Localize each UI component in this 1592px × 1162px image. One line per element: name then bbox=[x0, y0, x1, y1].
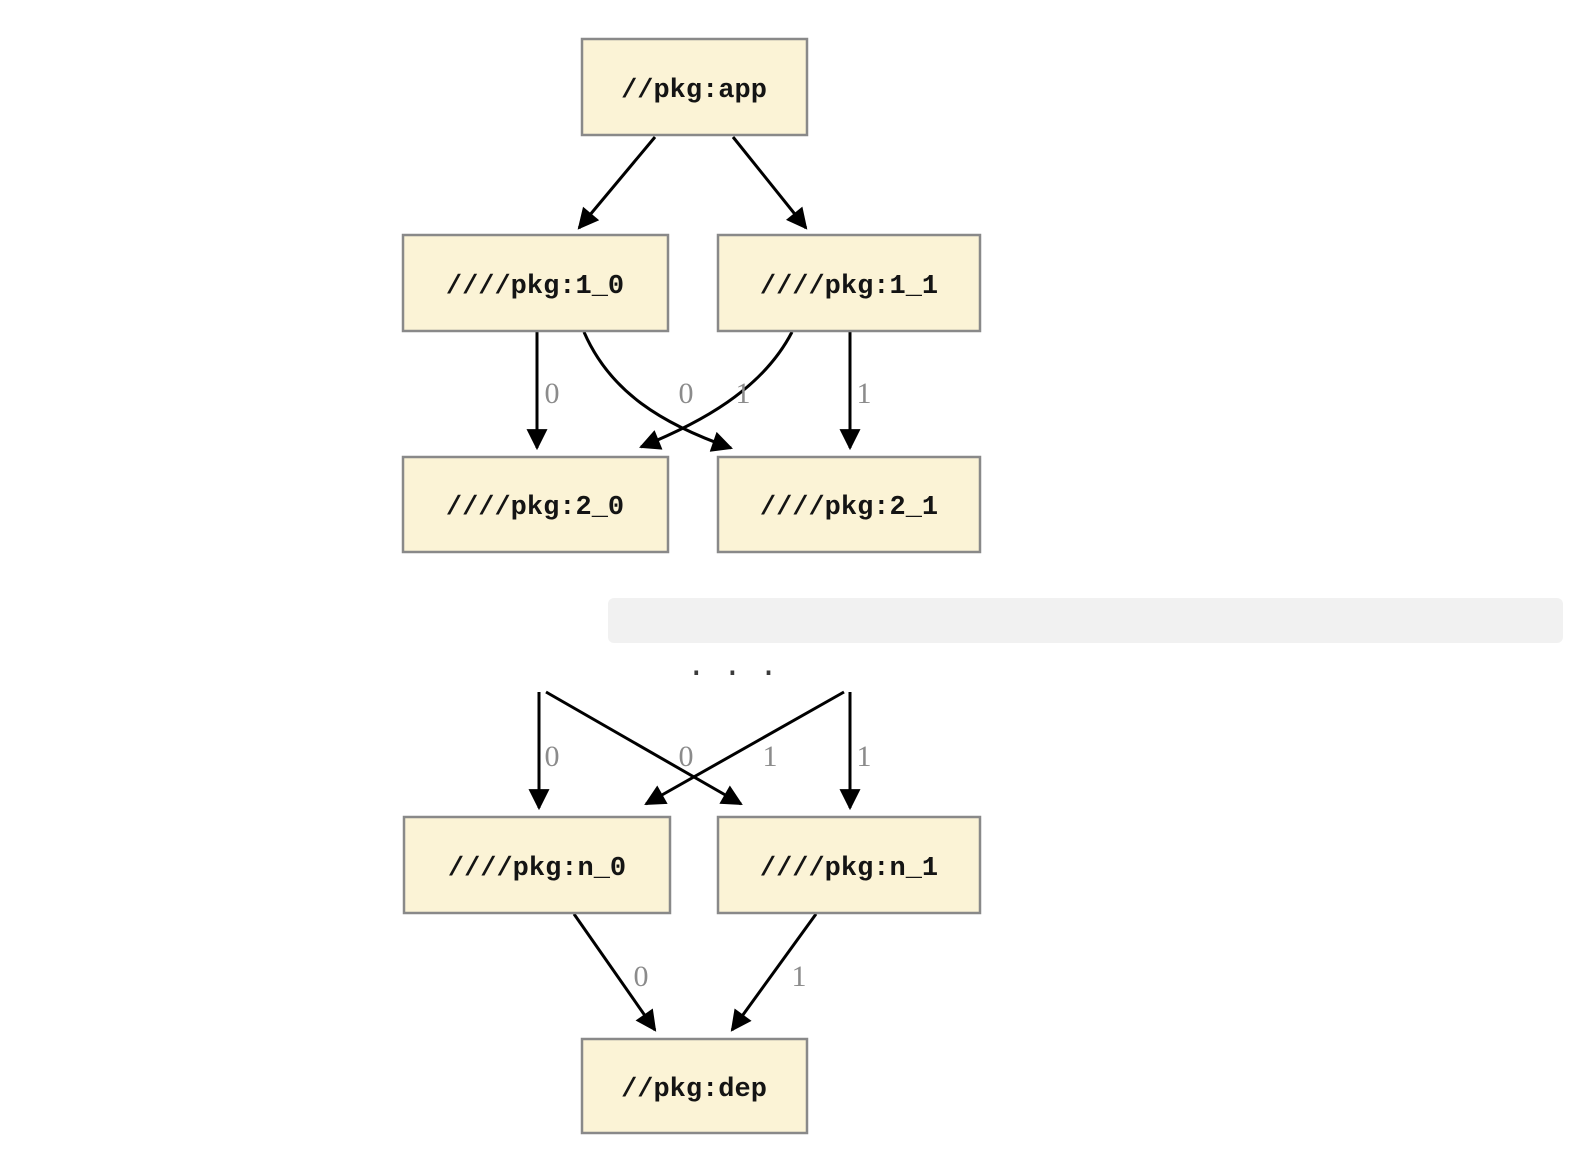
node-n-1-label: ////pkg:n_1 bbox=[760, 854, 938, 884]
edge-label-hidden-to-n-1-cross: 0 bbox=[679, 740, 694, 773]
node-dep: //pkg:dep bbox=[580, 1037, 809, 1135]
node-2-1-label: ////pkg:2_1 bbox=[760, 493, 938, 523]
edge-labels-group: 0 0 1 1 0 0 1 1 0 1 bbox=[545, 377, 872, 993]
ellipsis-text: . . . bbox=[687, 648, 778, 683]
edge-label-1-0-to-2-0: 0 bbox=[545, 377, 560, 410]
node-dep-box bbox=[580, 1037, 809, 1135]
node-n-0: ////pkg:n_0 bbox=[402, 815, 672, 915]
edge-label-hidden-to-n-0-cross: 1 bbox=[763, 740, 778, 773]
nodes-group: //pkg:app ////pkg:1_0 ////pkg:1_1 ////pk… bbox=[401, 37, 982, 1135]
edge-label-1-1-to-2-0: 1 bbox=[736, 377, 751, 410]
ellipsis-code-block: . . . bbox=[608, 598, 1563, 683]
edge-label-1-0-to-2-1: 0 bbox=[679, 377, 694, 410]
edge-app-to-1-1 bbox=[731, 136, 808, 230]
edge-n-1-to-dep bbox=[730, 913, 818, 1032]
node-1-1-label: ////pkg:1_1 bbox=[760, 272, 938, 302]
edge-app-to-1-0 bbox=[577, 136, 657, 230]
node-2-1: ////pkg:2_1 bbox=[716, 455, 982, 554]
node-2-0-label: ////pkg:2_0 bbox=[446, 493, 624, 523]
edge-n-0-to-dep bbox=[572, 913, 657, 1032]
edges-group bbox=[526, 136, 861, 1032]
node-2-1-box bbox=[716, 455, 982, 554]
node-2-0-box bbox=[401, 455, 670, 554]
edge-label-hidden-to-n-0: 0 bbox=[545, 740, 560, 773]
node-n-0-label: ////pkg:n_0 bbox=[448, 854, 626, 884]
node-app-label: //pkg:app bbox=[621, 76, 767, 106]
edge-label-n-0-to-dep: 0 bbox=[634, 960, 649, 993]
node-app: //pkg:app bbox=[580, 37, 809, 137]
edge-hidden-to-n-0-cross bbox=[644, 690, 845, 806]
node-n-1: ////pkg:n_1 bbox=[716, 815, 982, 915]
node-n-0-box bbox=[402, 815, 672, 915]
node-1-0-label: ////pkg:1_0 bbox=[446, 272, 624, 302]
edge-1-0-to-2-1 bbox=[582, 331, 733, 452]
node-1-0: ////pkg:1_0 bbox=[401, 233, 670, 333]
node-n-1-box bbox=[716, 815, 982, 915]
node-1-1-box bbox=[716, 233, 982, 333]
node-app-box bbox=[580, 37, 809, 137]
edge-label-n-1-to-dep: 1 bbox=[792, 960, 807, 993]
edge-1-1-to-2-0 bbox=[639, 331, 794, 450]
edge-label-1-1-to-2-1: 1 bbox=[857, 377, 872, 410]
node-1-1: ////pkg:1_1 bbox=[716, 233, 982, 333]
edge-hidden-to-n-1-cross bbox=[545, 690, 743, 806]
node-1-0-box bbox=[401, 233, 670, 333]
edge-label-hidden-to-n-1: 1 bbox=[857, 740, 872, 773]
node-dep-label: //pkg:dep bbox=[621, 1075, 767, 1105]
node-2-0: ////pkg:2_0 bbox=[401, 455, 670, 554]
